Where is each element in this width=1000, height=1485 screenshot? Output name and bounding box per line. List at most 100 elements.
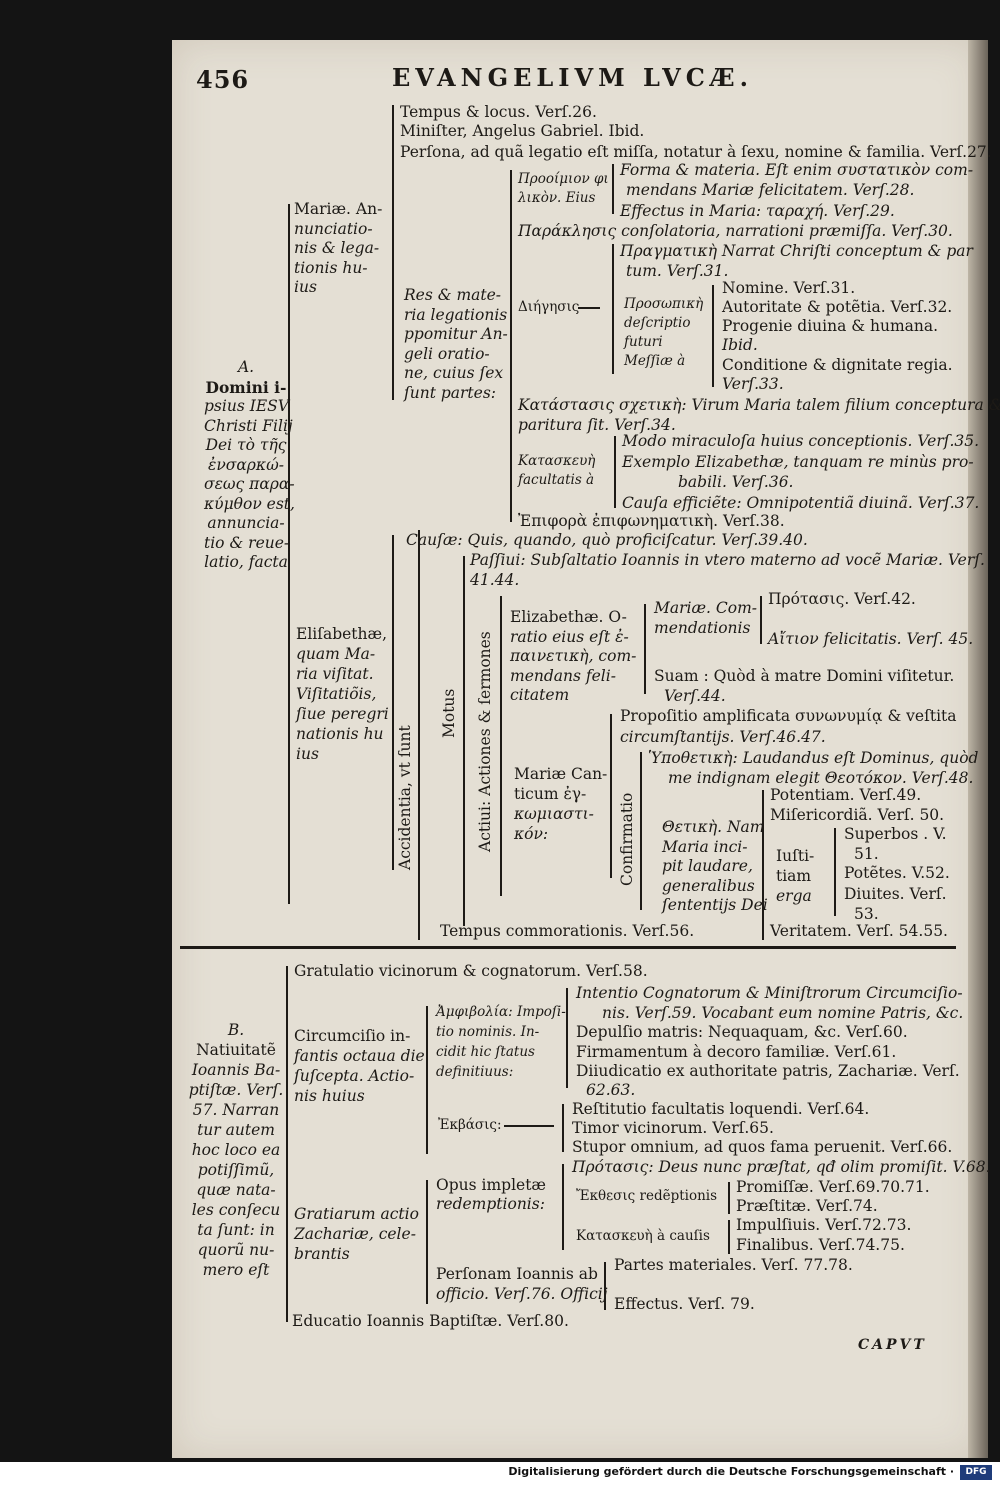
brace-diegesis <box>612 244 614 374</box>
connector-diegesis <box>578 307 600 309</box>
depulsio: Depulſio matris: Nequaquam, &c. Verſ.60. <box>576 1023 908 1041</box>
intentio: Intentio Cognatorum & Miniſtrorum Circum… <box>576 984 964 1022</box>
epiphora: Ἐπιφορὰ ἐπιφωνηματικὴ. Verſ.38. <box>518 512 785 530</box>
potentiam: Potentiam. Verſ.49. <box>770 786 922 804</box>
catchword: CAPVT <box>858 1337 927 1353</box>
mariae-commendationis: Mariæ. Com-mendationis <box>654 599 758 637</box>
motus: Motus <box>440 688 458 738</box>
exemplo: Exemplo Elizabethæ, tanquam re minùs pro… <box>622 453 974 491</box>
finalibus: Finalibus. Verſ.74.75. <box>736 1236 905 1254</box>
mariae-canticum: Mariæ Can-ticum ἐγ-κωμιαστι-κόν: <box>514 765 608 843</box>
brace-elizabethae <box>644 604 646 694</box>
running-title: EVANGELIVM LVCÆ. <box>392 63 753 92</box>
progenie: Progenie diuina & humana.Ibid. <box>722 317 939 354</box>
brace-iustitiam <box>834 828 836 916</box>
brace-causis <box>728 1220 730 1254</box>
brace-elisabethae <box>392 535 394 870</box>
brace-a-main <box>288 204 290 904</box>
section-divider <box>180 946 956 949</box>
brace-mariae <box>392 105 394 400</box>
causa-efficiente: Cauſa efficiẽte: Omnipotentiã diuinã. Ve… <box>622 494 980 512</box>
potentes: Potẽtes. V.52. <box>844 864 950 882</box>
book-page <box>172 40 980 1458</box>
ekbasis: Ἐκβάσις: <box>438 1117 502 1133</box>
timor: Timor vicinorum. Verſ.65. <box>572 1119 774 1137</box>
praestitae: Præſtitæ. Verſ.74. <box>736 1197 878 1215</box>
brace-opus <box>562 1164 564 1250</box>
page-edge <box>968 40 988 1458</box>
brace-canticum <box>610 714 612 878</box>
conditione: Conditione & dignitate regia.Verſ.33. <box>722 356 953 393</box>
brace-ekthesis <box>728 1182 730 1214</box>
pragmatike: Πραγματικὴ Narrat Chriſti conceptum & pa… <box>620 242 973 280</box>
autoritate: Autoritate & potẽtia. Verſ.32. <box>722 298 953 316</box>
brace-prosopike <box>712 285 714 387</box>
modo: Modo miraculoſa huius conceptionis. Verſ… <box>622 432 980 450</box>
diiudicatio: Diiudicatio ex authoritate patris, Zacha… <box>576 1062 960 1099</box>
diuites: Diuites. Verſ.53. <box>844 885 947 923</box>
causae: Cauſæ: Quis, quando, quò proficiſcatur. … <box>406 531 808 549</box>
gratulatio: Gratulatio vicinorum & cognatorum. Verſ.… <box>294 962 648 980</box>
digitization-footer: Digitalisierung gefördert durch die Deut… <box>0 1462 1000 1485</box>
kataskeue-causis: Κατασκευὴ à cauſis <box>576 1228 710 1244</box>
tempus-commorationis: Tempus commorationis. Verſ.56. <box>440 922 695 940</box>
amphibolia: Ἀμφιβολία: Impoſi-tio nominis. In-cidit … <box>436 1004 566 1080</box>
connector-ekbasis <box>504 1125 554 1127</box>
promissae: Promiſſæ. Verſ.69.70.71. <box>736 1178 930 1196</box>
mariae-annunciationis: Mariæ. An-nunciatio-nis & lega-tionis hu… <box>294 200 383 296</box>
partes-materiales: Partes materiales. Verſ. 77.78. <box>614 1256 853 1274</box>
footer-credit: Digitalisierung gefördert durch die Deut… <box>508 1465 954 1478</box>
protasis-b: Πρότασις: Deus nunc præſtat, qđ olim pro… <box>572 1158 991 1176</box>
tempus-locus: Tempus & locus. Verſ.26. <box>400 103 597 121</box>
paraklesis: Παράκλησις conſolatoria, narrationi præm… <box>518 222 953 240</box>
confirmatio: Confirmatio <box>618 792 636 886</box>
brace-res <box>510 170 512 522</box>
persona: Perſona, ad quã legatio eſt miſſa, notat… <box>400 143 992 161</box>
passiui: Paſſiui: Subſaltatio Ioannis in vtero ma… <box>470 551 985 589</box>
effectus-b: Effectus. Verſ. 79. <box>614 1295 755 1313</box>
brace-actiui <box>500 596 502 896</box>
nomine: Nomine. Verſ.31. <box>722 279 856 297</box>
forma: Forma & materia. Eſt enim συστατικὸν com… <box>620 161 974 199</box>
stupor: Stupor omnium, ad quos fama peruenit. Ve… <box>572 1138 953 1156</box>
superbos: Superbos . V.51. <box>844 825 947 863</box>
page-number: 456 <box>196 65 250 94</box>
firmamentum: Firmamentum à decoro familiæ. Verſ.61. <box>576 1043 897 1061</box>
veritatem: Veritatem. Verſ. 54.55. <box>770 922 948 940</box>
educatio: Educatio Ioannis Baptiſtæ. Verſ.80. <box>292 1312 569 1330</box>
minister: Miniſter, Angelus Gabriel. Ibid. <box>400 122 645 140</box>
brace-accidentia <box>418 530 420 940</box>
aitiou: Αἴτιον felicitatis. Verſ. 45. <box>768 630 974 648</box>
brace-motus <box>463 556 465 926</box>
katastasis: Κατάστασις σχετικὴ: Virum Maria talem fi… <box>518 396 1000 434</box>
brace-b-main <box>286 966 288 1322</box>
brace-commendationis <box>760 596 762 644</box>
brace-prooimion <box>612 164 614 214</box>
brace-personam <box>604 1262 606 1310</box>
protasis: Πρότασις. Verſ.42. <box>768 590 916 608</box>
brace-kataskeue <box>614 436 616 508</box>
dfg-logo-icon: DFG <box>960 1465 992 1480</box>
suam: Suam : Quòd à matre Domini viſitetur.Ver… <box>654 667 955 705</box>
accidentia: Accidentia, vt ſunt <box>396 725 414 870</box>
ekthesis: Ἔκθεσις redẽptionis <box>576 1188 718 1204</box>
propositio: Propoſitio amplificata συνωνυμίᾳ & veſti… <box>620 707 957 746</box>
diegesis: Διήγησις <box>518 299 580 315</box>
impulsiuis: Impulſiuis. Verſ.72.73. <box>736 1216 912 1234</box>
misericordia: Miſericordiã. Verſ. 50. <box>770 806 945 824</box>
brace-confirmatio <box>640 752 642 910</box>
brace-circumcisio <box>426 1006 428 1154</box>
